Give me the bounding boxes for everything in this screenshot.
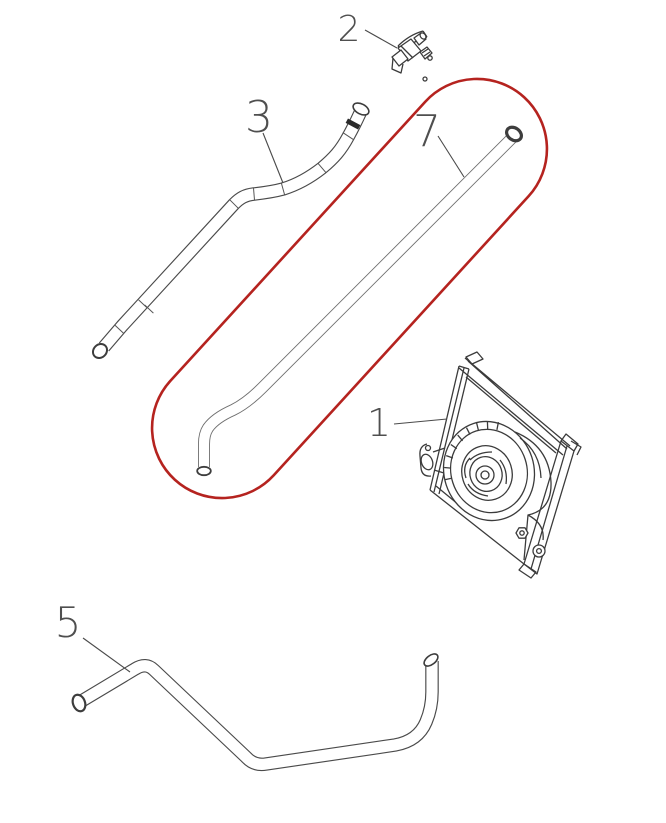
hose3-top-opening [352,102,370,116]
clamp-band-outer [397,30,424,47]
hex-bolt-center [519,530,525,536]
tube7-top-opening [504,125,524,143]
clamp-stub-end [419,32,427,40]
part-3-hose [91,102,370,360]
clamp-bottom-pin [422,76,428,82]
tube7-body [198,132,518,467]
radiator-inlet-bracket [419,443,446,477]
fan-hub [475,465,495,485]
fan-blades [464,451,508,497]
leader-line-1 [393,418,448,425]
leader-line-7 [437,135,465,178]
hose5-left-opening [71,693,87,713]
radiator-core-line [465,376,557,454]
hex-bolt [515,527,529,539]
part-label-2: 2 [338,9,361,50]
washer-center [535,547,543,555]
radiator-inlet-pin [424,444,432,452]
hose5-right-opening [423,653,439,667]
hose5-body [77,660,438,770]
radiator-right-top-tab [560,433,582,456]
fan-louver-ticks [444,421,500,481]
washer [532,544,546,558]
radiator-left-rail [429,365,470,495]
part-label-1: 1 [367,401,391,445]
part-label-5: 5 [55,598,82,647]
part-7-tube [196,125,524,477]
part-label-3: 3 [245,92,273,143]
leader-line-5 [82,637,131,673]
hose3-dark-band [345,118,361,130]
part-5-hose [71,653,439,772]
radiator-inlet-pipe [420,453,434,471]
clamp-screw-head [427,55,433,61]
leader-line-2 [364,29,398,49]
part-2-clamp [391,30,433,82]
tube7-bottom-opening [196,465,212,477]
clamp-foot [391,49,409,67]
highlight-capsule [150,77,549,500]
fan-hub-center [480,470,490,480]
part-1-radiator-fan-assembly [419,351,582,579]
hose3-segment-ticks [114,132,354,334]
part-label-7: 7 [413,106,441,157]
radiator-top-rail [458,357,571,456]
hose3-bottom-opening [91,342,109,360]
radiator-foot [518,563,537,579]
clamp-screw [419,46,433,60]
clamp-body-line [400,45,414,59]
clamp-screw-threads [421,48,431,57]
leader-line-3 [262,132,284,184]
clamp-foot-side [391,57,404,74]
